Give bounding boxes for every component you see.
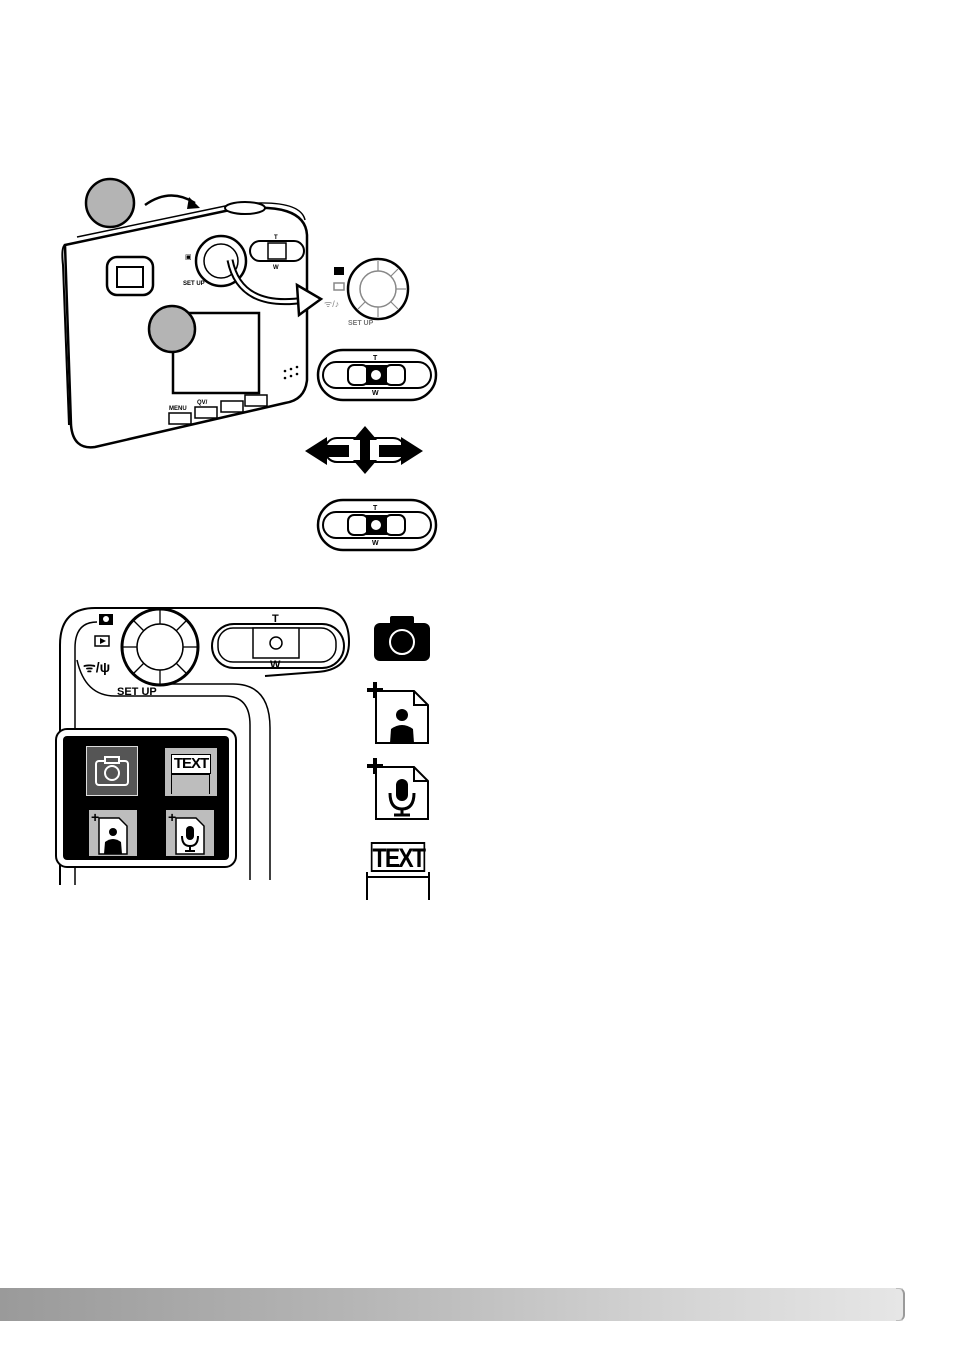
dial-detail: ᯤ/♪ SET UP <box>320 255 420 330</box>
dial-arrow <box>225 255 325 325</box>
zoom-switch-arrows <box>305 425 425 475</box>
legend-text-label: TEXT <box>371 842 425 872</box>
menu-tile-image-memo[interactable]: + <box>89 810 137 856</box>
svg-text:ᯤ/♪: ᯤ/♪ <box>324 299 339 309</box>
legend-image-memo-icon <box>366 681 432 745</box>
camera-menu-label: MENU <box>169 406 187 412</box>
camera-dial-label: SET UP <box>183 281 205 287</box>
svg-text:+: + <box>168 810 176 825</box>
text-tile-label: TEXT <box>171 754 211 774</box>
dial-detail-label: SET UP <box>348 320 374 327</box>
mic-file-icon: + <box>166 810 214 856</box>
footer-gradient-bar <box>0 1288 903 1321</box>
zoom-switch-2: T W <box>315 495 440 555</box>
person-file-icon: + <box>89 810 137 856</box>
zoom1-tele: T <box>373 355 378 362</box>
footer-bar-end <box>896 1288 905 1321</box>
zoom2-wide: W <box>372 540 379 547</box>
panel-dial-label: SET UP <box>117 686 157 698</box>
legend-camera-icon <box>372 613 432 663</box>
zoom1-wide: W <box>372 390 379 397</box>
panel-zoom-wide: W <box>270 659 281 671</box>
dial-icons-text: ▣ <box>185 254 192 261</box>
zoom2-tele: T <box>373 505 378 512</box>
camera-icon <box>87 747 137 795</box>
step-circle-1 <box>86 179 134 227</box>
panel-zoom-tele: T <box>272 613 279 625</box>
step-circle-2 <box>149 306 195 352</box>
camera-zoom-tele: T <box>274 235 278 241</box>
menu-tile-audio-memo[interactable]: + <box>166 810 214 856</box>
camera-qv-label: QV/ <box>197 400 208 406</box>
svg-text:+: + <box>91 810 99 825</box>
menu-tile-text[interactable]: TEXT <box>165 748 217 796</box>
movie-voice-icon: ᯤ/ψ <box>83 659 110 675</box>
legend-audio-memo-icon <box>366 757 432 821</box>
legend-text-icon: TEXT <box>364 840 434 900</box>
zoom-switch-1: T W <box>315 345 440 405</box>
menu-tile-camera[interactable] <box>86 746 138 796</box>
